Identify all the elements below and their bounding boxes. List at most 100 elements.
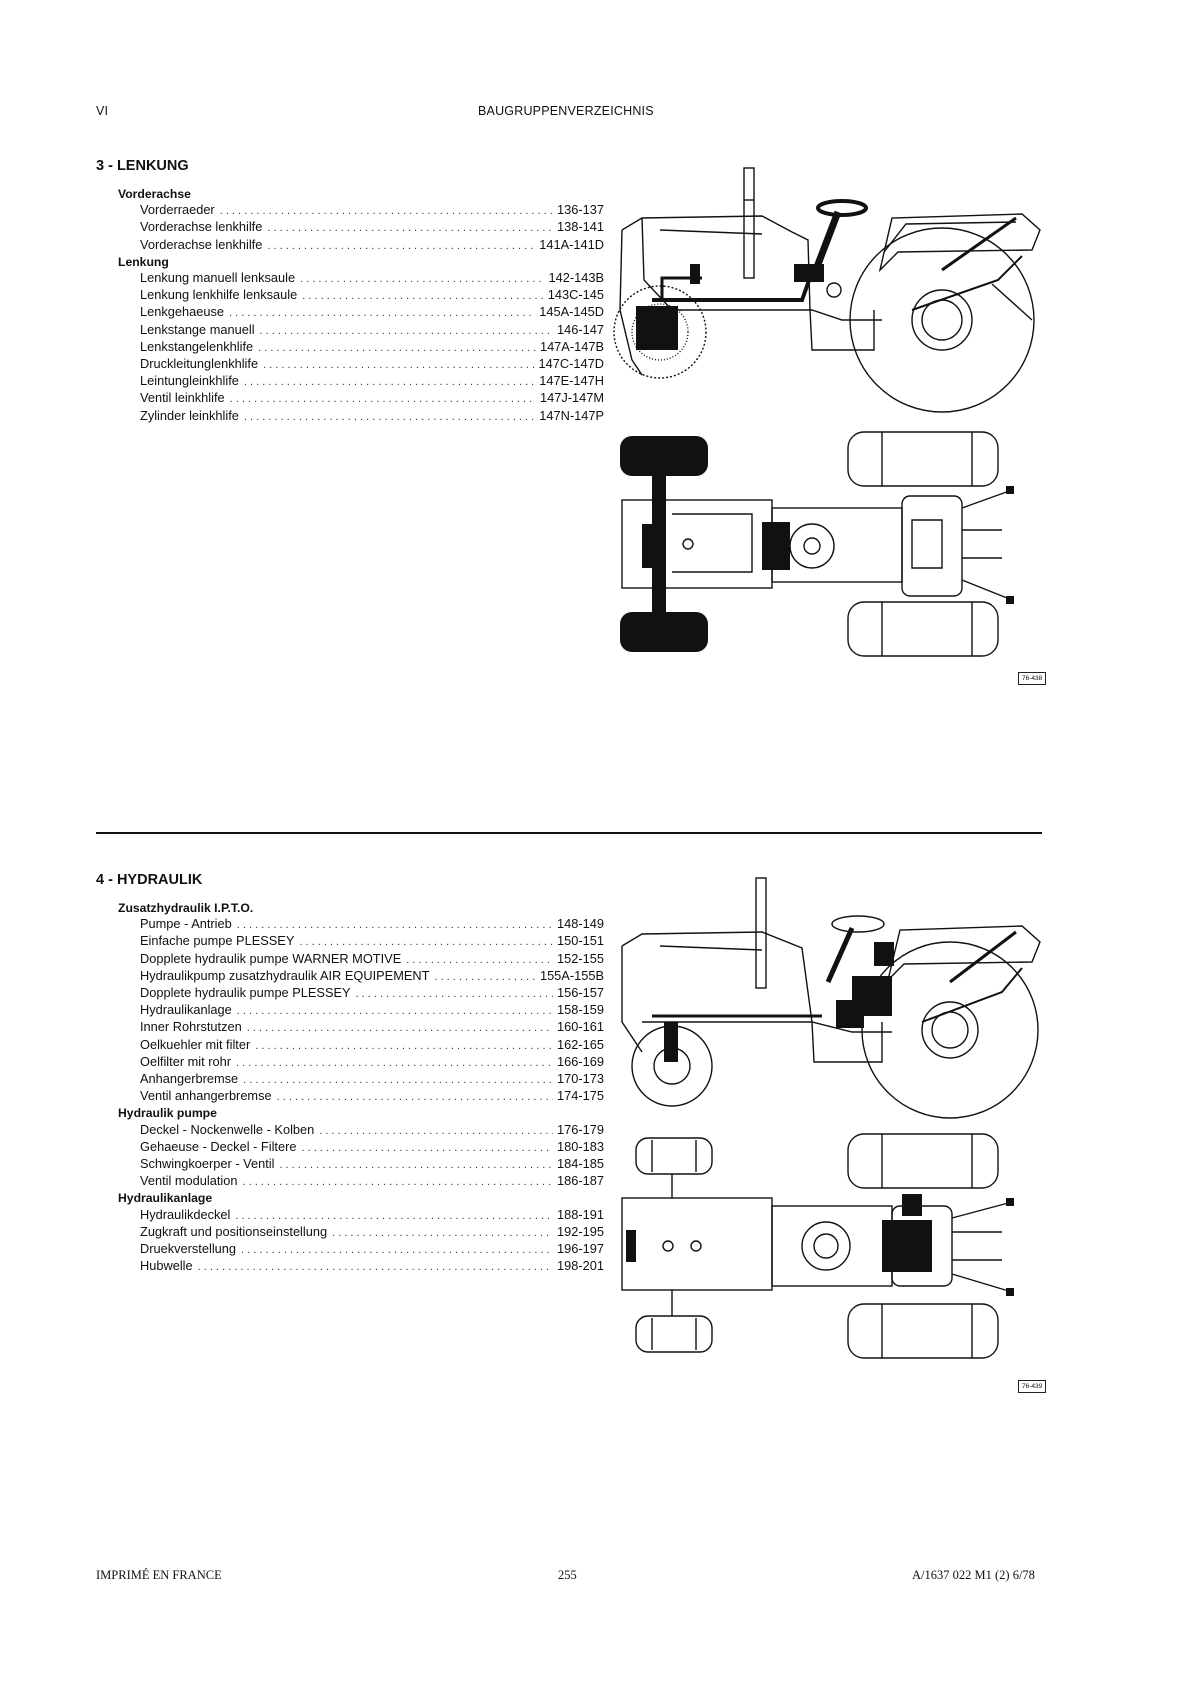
hydraulic-tractor-side-view — [621, 877, 1041, 1119]
index-entry-pages: 196-197 — [557, 1241, 604, 1257]
index-entry-label: Hydraulikpump zusatzhydraulik AIR EQUIPE… — [140, 967, 430, 983]
dot-leader — [236, 1055, 553, 1071]
steering-tractor-side-view — [613, 167, 1041, 413]
index-entry: Lenkstangelenkhlife 147A-147B — [140, 339, 604, 356]
index-entry-pages: 143C-145 — [547, 287, 604, 303]
index-entry-pages: 147A-147B — [539, 338, 604, 354]
index-entry-label: Lenkstangelenkhlife — [140, 338, 254, 354]
dot-leader — [260, 323, 553, 339]
index-entry-label: Gehaeuse - Deckel - Filtere — [140, 1138, 297, 1154]
index-entry-label: Lenkstange manuell — [140, 321, 255, 337]
index-entry: Ventil modulation 186-187 — [140, 1173, 604, 1190]
dot-leader — [267, 238, 535, 254]
index-entry-label: Druckleitunglenkhlife — [140, 356, 259, 372]
index-entry-label: Oelkuehler mit filter — [140, 1036, 251, 1052]
index-entry-label: Lenkung lenkhilfe lenksaule — [140, 287, 298, 303]
index-entry: Ventil leinkhlife147J-147M — [140, 390, 604, 407]
index-entry-pages: 136-137 — [557, 202, 604, 218]
index-entry: Ventil anhangerbremse174-175 — [140, 1088, 604, 1105]
page-roman-number: VI — [96, 104, 109, 118]
dot-leader — [244, 409, 535, 425]
dot-leader — [263, 357, 534, 373]
index-group-heading: Hydraulik pumpe — [118, 1106, 217, 1121]
hydraulic-tractor-top-view — [621, 1133, 1014, 1359]
figure-reference-label: 76-438 — [1018, 672, 1047, 685]
index-entry-label: Druekverstellung — [140, 1241, 237, 1257]
index-entry-label: Pumpe - Antrieb — [140, 916, 232, 932]
dot-leader — [434, 969, 536, 985]
index-entry-pages: 174-175 — [557, 1088, 604, 1104]
index-entry-label: Deckel - Nockenwelle - Kolben — [140, 1121, 315, 1137]
index-entry-pages: 147N-147P — [539, 407, 604, 423]
index-entry-pages: 156-157 — [557, 985, 604, 1001]
section-3-title: 3 - LENKUNG — [96, 158, 189, 174]
dot-leader — [332, 1225, 553, 1241]
index-entry: Anhangerbremse 170-173 — [140, 1071, 604, 1088]
index-entry: Vorderachse lenkhilfe141A-141D — [140, 237, 604, 254]
index-entry-label: Anhangerbremse — [140, 1071, 239, 1087]
dot-leader — [230, 391, 536, 407]
index-entry-pages: 198-201 — [557, 1258, 604, 1274]
index-entry-label: Dopplete hydraulik pumpe PLESSEY — [140, 985, 351, 1001]
dot-leader — [267, 220, 553, 236]
index-entry: Zugkraft und positionseinstellung 192-195 — [140, 1224, 604, 1241]
index-entry: Deckel - Nockenwelle - Kolben 176-179 — [140, 1122, 604, 1139]
index-entry: Hubwelle198-201 — [140, 1258, 604, 1275]
index-entry-pages: 150-151 — [557, 933, 604, 949]
page-header-title: BAUGRUPPENVERZEICHNIS — [478, 104, 654, 118]
index-entry-pages: 166-169 — [557, 1053, 604, 1069]
dot-leader — [242, 1174, 553, 1190]
dot-leader — [258, 340, 536, 356]
index-entry-pages: 146-147 — [557, 321, 604, 337]
index-entry: Hydraulikdeckel188-191 — [140, 1207, 604, 1224]
index-entry-pages: 180-183 — [557, 1138, 604, 1154]
index-entry-pages: 138-141 — [557, 219, 604, 235]
dot-leader — [300, 271, 544, 287]
index-entry: Oelfilter mit rohr 166-169 — [140, 1054, 604, 1071]
index-entry-label: Vorderachse lenkhilfe — [140, 236, 263, 252]
index-entry-label: Inner Rohrstutzen — [140, 1019, 242, 1035]
index-entry: Lenkung lenkhilfe lenksaule 143C-145 — [140, 287, 604, 304]
index-group-heading: Zusatzhydraulik I.P.T.O. — [118, 901, 254, 915]
index-entry-label: Leintungleinkhlife — [140, 373, 239, 389]
dot-leader — [301, 1140, 553, 1156]
dot-leader — [277, 1089, 553, 1105]
steering-tractor-top-view — [620, 431, 1014, 657]
dot-leader — [247, 1020, 553, 1036]
index-entry: Pumpe - Antrieb148-149 — [140, 916, 604, 933]
index-entry-pages: 170-173 — [557, 1071, 604, 1087]
index-entry: Dopplete hydraulik pumpe WARNER MOTIVE15… — [140, 951, 604, 968]
index-entry-label: Zugkraft und positionseinstellung — [140, 1223, 328, 1239]
index-entry-label: Einfache pumpe PLESSEY — [140, 933, 295, 949]
dot-leader — [255, 1038, 553, 1054]
index-entry-pages: 184-185 — [557, 1156, 604, 1172]
dot-leader — [299, 934, 553, 950]
index-entry: Zylinder leinkhlife147N-147P — [140, 408, 604, 425]
dot-leader — [243, 1072, 553, 1088]
section-4-title: 4 - HYDRAULIK — [96, 872, 203, 888]
index-entry: Leintungleinkhlife147E-147H — [140, 373, 604, 390]
index-entry-label: Hydraulikanlage — [140, 1002, 232, 1018]
index-entry-label: Oelfilter mit rohr — [140, 1053, 232, 1069]
index-entry-pages: 186-187 — [557, 1173, 604, 1189]
index-group-heading: Lenkung — [118, 254, 169, 269]
index-entry-label: Ventil modulation — [140, 1173, 238, 1189]
index-entry: Oelkuehler mit filter 162-165 — [140, 1037, 604, 1054]
index-entry: Hydraulikpump zusatzhydraulik AIR EQUIPE… — [140, 968, 604, 985]
document-reference: A/1637 022 M1 (2) 6/78 — [912, 1568, 1035, 1582]
index-entry-pages: 142-143B — [548, 270, 605, 286]
index-entry-pages: 176-179 — [557, 1121, 604, 1137]
index-entry-label: Dopplete hydraulik pumpe WARNER MOTIVE — [140, 950, 402, 966]
index-entry: Hydraulikanlage 158-159 — [140, 1002, 604, 1019]
index-entry-pages: 162-165 — [557, 1036, 604, 1052]
figure-reference-label: 76-439 — [1018, 1380, 1047, 1393]
index-entry-label: Lenkung manuell lenksaule — [140, 270, 296, 286]
index-group-heading: Vorderachse — [118, 187, 191, 201]
dot-leader — [241, 1242, 553, 1258]
index-entry-pages: 158-159 — [557, 1002, 604, 1018]
index-entry-label: Vorderraeder — [140, 202, 215, 218]
index-entry-pages: 192-195 — [557, 1223, 604, 1239]
index-group-heading: Hydraulikanlage — [118, 1191, 213, 1206]
index-entry: Vorderraeder 136-137 — [140, 202, 604, 219]
